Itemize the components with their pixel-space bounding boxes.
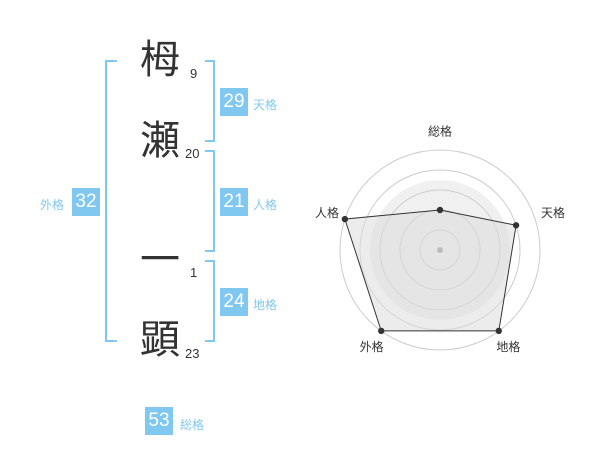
stroke-count-2: 20 <box>185 146 200 161</box>
stroke-count-1: 9 <box>190 66 198 81</box>
tenkaku-bracket <box>205 60 215 142</box>
soukaku-label: 総格 <box>180 418 205 432</box>
stroke-count-4: 23 <box>185 346 200 361</box>
gaikaku-bracket <box>105 60 117 342</box>
chikaku-label: 地格 <box>253 298 278 312</box>
radar-data-polygon <box>344 209 517 332</box>
radar-ring-5 <box>339 149 541 351</box>
jinkaku-label: 人格 <box>253 198 278 212</box>
name-char-4: 顕 <box>140 317 180 363</box>
gaikaku-label: 外格 <box>40 198 65 212</box>
name-char-1: 栂 <box>140 37 180 83</box>
tenkaku-score: 29 <box>220 88 248 116</box>
name-char-3: 一 <box>140 237 180 283</box>
radar-point-2 <box>512 222 520 229</box>
gaikaku-score: 32 <box>72 188 100 216</box>
radar-axis-label-3: 地格 <box>496 339 520 354</box>
radar-axis-label-4: 外格 <box>360 339 384 354</box>
chikaku-bracket <box>205 260 215 342</box>
jinkaku-bracket <box>205 150 215 252</box>
radar-point-4 <box>378 327 385 335</box>
radar-axis-label-1: 総格 <box>428 123 452 138</box>
radar-center <box>437 247 443 253</box>
soukaku-score: 53 <box>145 407 173 435</box>
radar-axis-label-2: 天格 <box>541 205 565 220</box>
tenkaku-label: 天格 <box>253 98 278 112</box>
radar-point-1 <box>436 206 444 214</box>
radar-point-3 <box>495 327 502 335</box>
radar-point-5 <box>341 215 349 223</box>
jinkaku-score: 21 <box>220 188 248 216</box>
name-char-2: 瀬 <box>140 118 180 164</box>
radar-axis-label-5: 人格 <box>315 205 339 220</box>
chikaku-score: 24 <box>220 288 248 316</box>
stroke-count-3: 1 <box>190 265 198 280</box>
